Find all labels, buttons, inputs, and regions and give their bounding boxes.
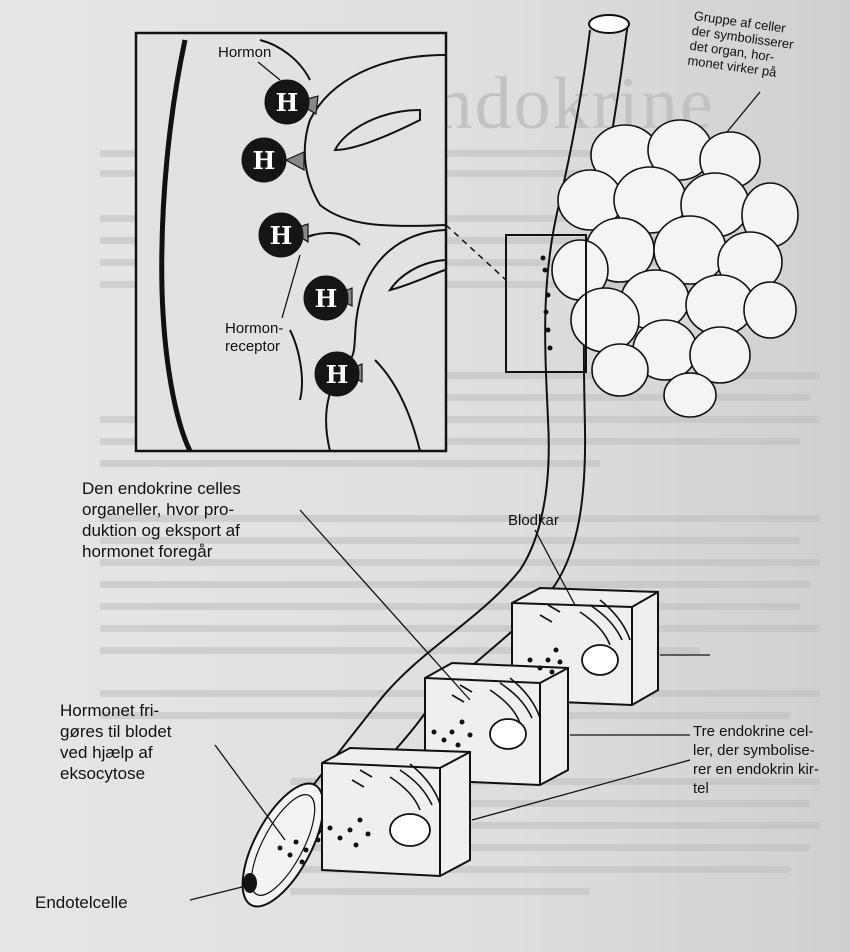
label-organeller: Den endokrine celles organeller, hvor pr… <box>82 478 241 562</box>
label-hormonreceptor: Hormon- receptor <box>225 320 283 356</box>
svg-text:H: H <box>253 146 276 175</box>
endocrine-cells <box>278 588 659 876</box>
label-endotelcelle: Endotelcelle <box>35 892 128 913</box>
svg-text:H: H <box>315 284 338 313</box>
svg-text:H: H <box>276 88 299 117</box>
label-hormon: Hormon <box>218 42 271 63</box>
zoom-connector <box>446 225 506 280</box>
svg-text:H: H <box>326 360 349 389</box>
endothelial-cell <box>243 873 257 893</box>
blood-vessel-top-opening <box>589 15 629 33</box>
endocrine-cell-3 <box>322 748 470 876</box>
label-hormonet-frigoeres: Hormonet fri- gøres til blodet ved hjælp… <box>60 700 172 784</box>
target-cell-cluster <box>552 120 798 417</box>
label-blodkar: Blodkar <box>508 510 559 531</box>
label-tre-endokrine-celler: Tre endokrine cel- ler, der symbolise- r… <box>693 722 819 798</box>
svg-text:H: H <box>270 221 293 250</box>
